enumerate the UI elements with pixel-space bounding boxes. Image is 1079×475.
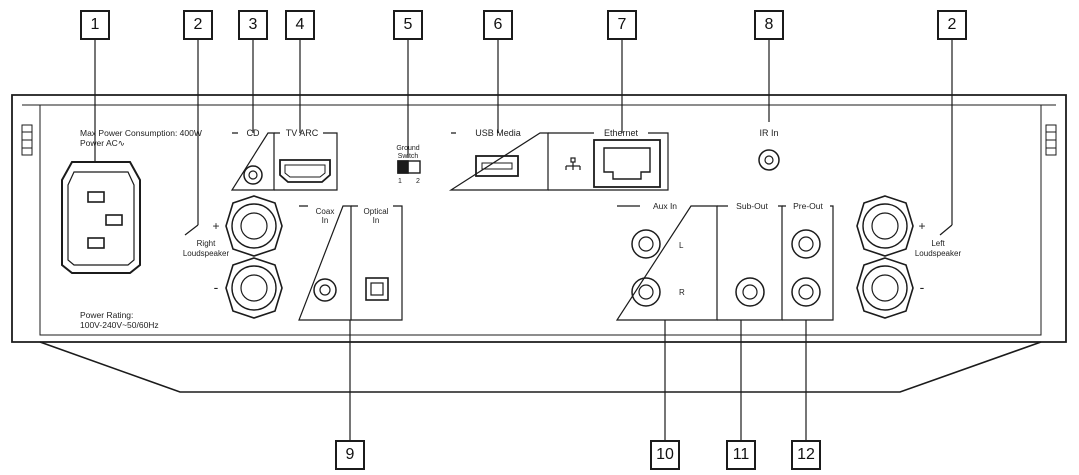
- cd-input: [230, 132, 275, 191]
- callout-5: 5: [393, 10, 423, 40]
- chassis: [11, 94, 1067, 393]
- left-speaker-terminals: [856, 195, 914, 319]
- tv-arc-label: TV ARC: [286, 128, 319, 138]
- callout-3: 3: [238, 10, 268, 40]
- ground-switch: [397, 160, 421, 174]
- aux-l-label: L: [679, 241, 684, 250]
- callout-10: 10: [650, 440, 680, 470]
- callout-2-left-speaker: 2: [937, 10, 967, 40]
- left-minus-sign: -: [920, 279, 925, 295]
- ground-label-2: Switch: [398, 153, 419, 160]
- callout-8: 8: [754, 10, 784, 40]
- callout-9: 9: [335, 440, 365, 470]
- left-vent: [21, 124, 33, 156]
- sub-out-label: Sub-Out: [736, 201, 768, 211]
- callout-7: 7: [607, 10, 637, 40]
- left-plus-sign: +: [918, 219, 925, 233]
- optical-label-1: Optical: [364, 207, 389, 216]
- coax-label-2: In: [322, 216, 329, 225]
- callout-6: 6: [483, 10, 513, 40]
- cd-label: CD: [247, 128, 260, 138]
- power-rating-title: Power Rating:: [80, 310, 133, 320]
- right-speaker-label-2: Loudspeaker: [183, 249, 230, 258]
- aux-r-label: R: [679, 288, 685, 297]
- callout-4: 4: [285, 10, 315, 40]
- network-icon: [565, 157, 581, 170]
- right-speaker-terminals: [225, 195, 283, 319]
- left-speaker-label-1: Left: [931, 239, 945, 248]
- ir-input: [758, 149, 780, 171]
- right-minus-sign: -: [214, 279, 219, 295]
- callout-2-right-speaker: 2: [183, 10, 213, 40]
- coax-label-1: Coax: [316, 207, 335, 216]
- optical-label-2: In: [373, 216, 380, 225]
- left-speaker-label-2: Loudspeaker: [915, 249, 962, 258]
- power-ac-label: Power AC∿: [80, 138, 125, 148]
- ground-pos-1: 1: [398, 178, 402, 185]
- ethernet-label: Ethernet: [604, 128, 639, 138]
- power-consumption-label: Max Power Consumption: 400W: [80, 128, 202, 138]
- aux-in-label: Aux In: [653, 201, 677, 211]
- ir-in-label: IR In: [759, 128, 778, 138]
- right-speaker-label-1: Right: [197, 239, 216, 248]
- callout-12: 12: [791, 440, 821, 470]
- analog-panel: [615, 205, 834, 321]
- ground-label-1: Ground: [396, 145, 419, 152]
- callout-11: 11: [726, 440, 756, 470]
- right-vent: [1045, 124, 1057, 156]
- usb-port: [448, 132, 549, 191]
- right-plus-sign: +: [212, 219, 219, 233]
- callout-leaders: [94, 40, 953, 442]
- hdmi-port: [274, 132, 338, 191]
- digital-inputs: [298, 205, 403, 321]
- power-inlet: [61, 161, 141, 274]
- pre-out-label: Pre-Out: [793, 201, 823, 211]
- usb-media-label: USB Media: [475, 128, 521, 138]
- callout-1: 1: [80, 10, 110, 40]
- power-rating-value: 100V-240V~50/60Hz: [80, 320, 159, 330]
- ethernet-port: [548, 132, 669, 191]
- ground-pos-2: 2: [416, 178, 420, 185]
